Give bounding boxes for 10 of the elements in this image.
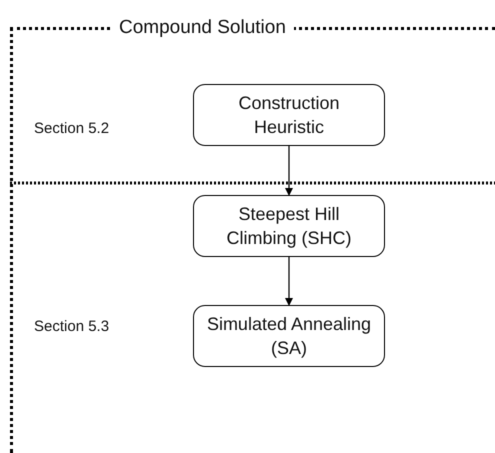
process-box	[193, 195, 385, 257]
box-label: Simulated Annealing (SA)	[206, 313, 372, 360]
box-label: Construction Heuristic	[237, 92, 341, 139]
arrow	[285, 257, 293, 306]
process-box	[193, 84, 385, 146]
section-label: Section 5.3	[34, 317, 110, 337]
box-label: Steepest Hill Climbing (SHC)	[225, 203, 352, 250]
arrow	[285, 146, 293, 196]
process-box	[193, 305, 385, 367]
section-label: Section 5.2	[34, 119, 110, 139]
